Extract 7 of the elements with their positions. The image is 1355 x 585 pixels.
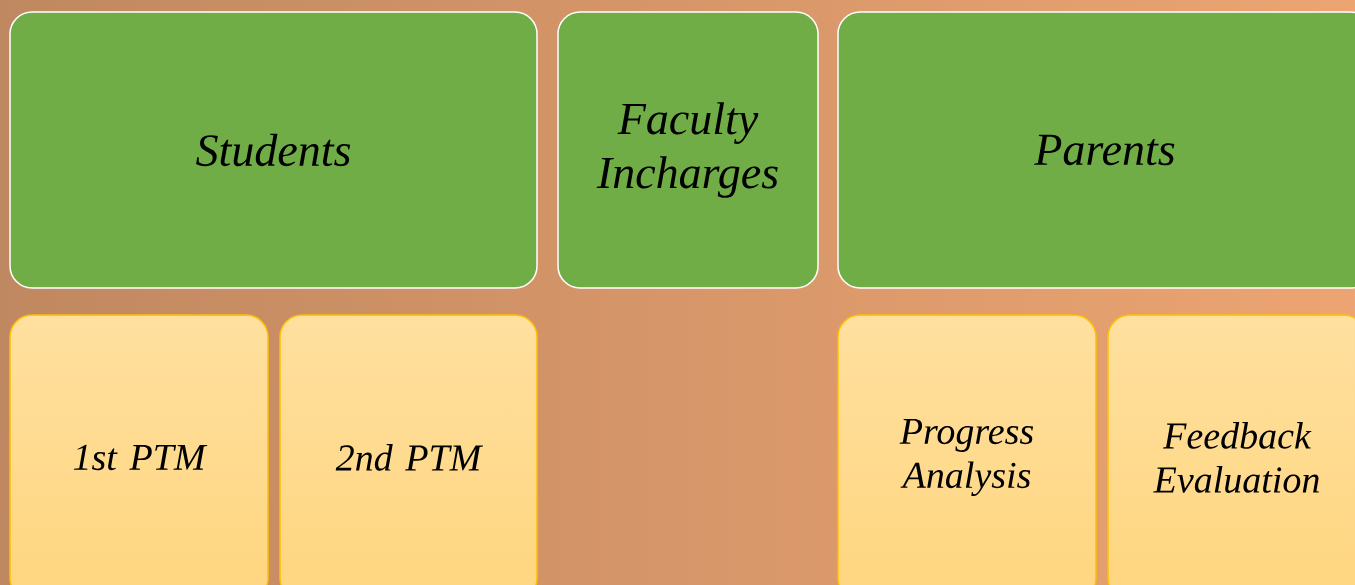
category-box: Faculty Incharges xyxy=(557,11,819,289)
activity-box: Feedback Evaluation xyxy=(1107,314,1355,585)
category-box: Students xyxy=(9,11,538,289)
activity-box: 1st PTM xyxy=(9,314,269,585)
activity-box: Progress Analysis xyxy=(837,314,1097,585)
activity-box: 2nd PTM xyxy=(279,314,538,585)
category-box: Parents xyxy=(837,11,1355,289)
